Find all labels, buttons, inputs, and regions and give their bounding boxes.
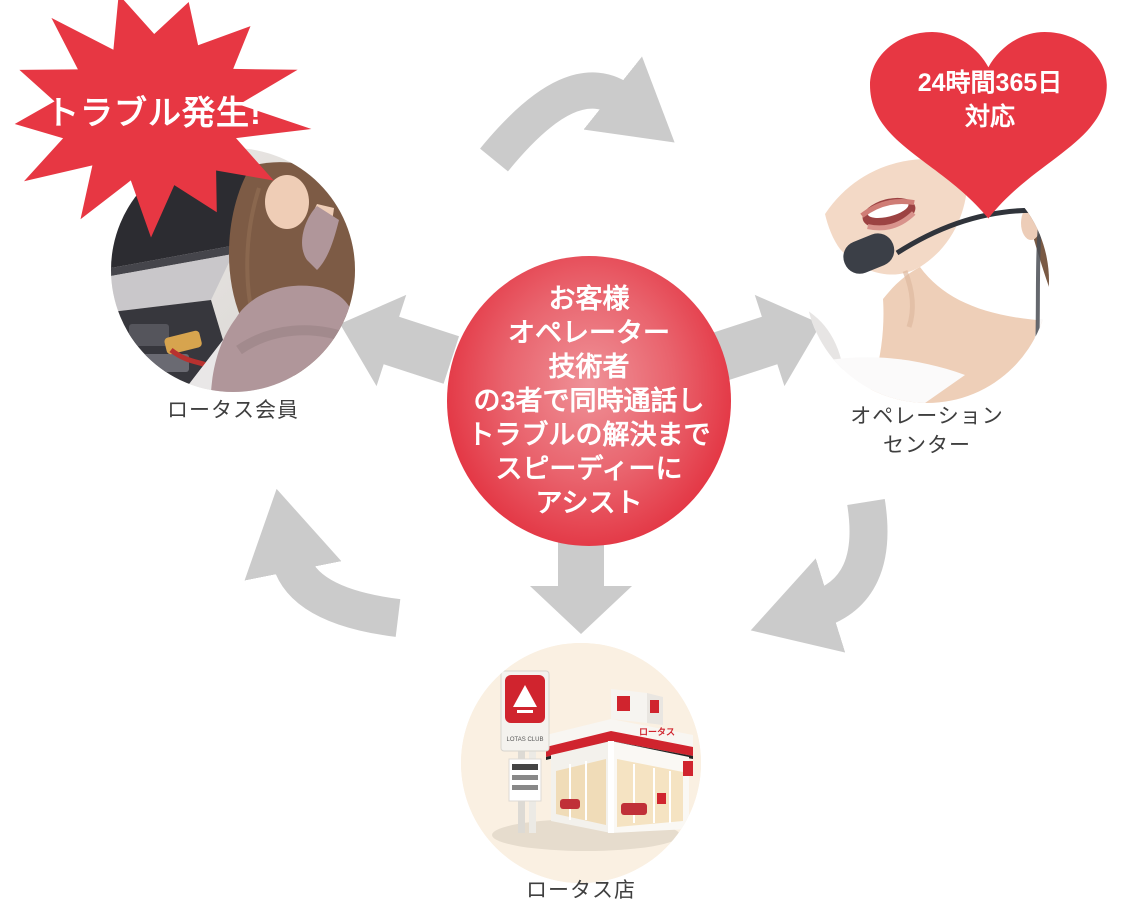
arrow-to-member-icon [340,294,460,387]
center-message-line: 技術者 [548,352,630,382]
center-message-line: スピーディーに [495,454,683,484]
arrow-bottom-right-curved-icon [750,499,888,653]
arrow-to-operation-center-icon [701,294,821,387]
trouble-starburst-icon [14,0,312,238]
store-sign-text: ロータス [639,726,675,737]
operation-center-photo [805,159,1049,403]
arrow-to-store-icon [530,530,632,634]
operation-center-label: オペレーション センター [802,402,1052,460]
store-pylon-text: LOTAS CLUB [507,737,544,743]
center-message-line: アシスト [535,488,643,518]
center-message-line: トラブルの解決まで [467,420,711,450]
trouble-badge-text: トラブル発生! [46,94,262,131]
member-label: ロータス会員 [167,399,299,422]
center-message-circle: お客様 オペレーター 技術者 の3者で同時通話し トラブルの解決まで スピーディ… [447,256,731,546]
lotus-store-illustration: ロータス LOTAS CLUB [461,643,701,883]
store-label: ロータス店 [526,879,636,902]
support-badge-text: 24時間365日 対応 [872,66,1108,134]
center-message-line: オペレーター [508,318,670,348]
operation-center-label-line2: センター [883,434,971,457]
operator-headset-illustration [805,159,1049,403]
arrow-bottom-left-curved-icon [244,488,401,637]
arrow-top-curved-icon [480,56,675,172]
store-photo: ロータス LOTAS CLUB [461,643,701,883]
support-badge-line2: 対応 [964,103,1015,131]
support-heart-icon [870,32,1107,219]
support-badge-line1: 24時間365日 [917,69,1063,97]
operation-center-label-line1: オペレーション [850,405,1004,428]
center-message-line: お客様 [548,284,630,314]
center-message-line: の3者で同時通話し [473,386,705,416]
